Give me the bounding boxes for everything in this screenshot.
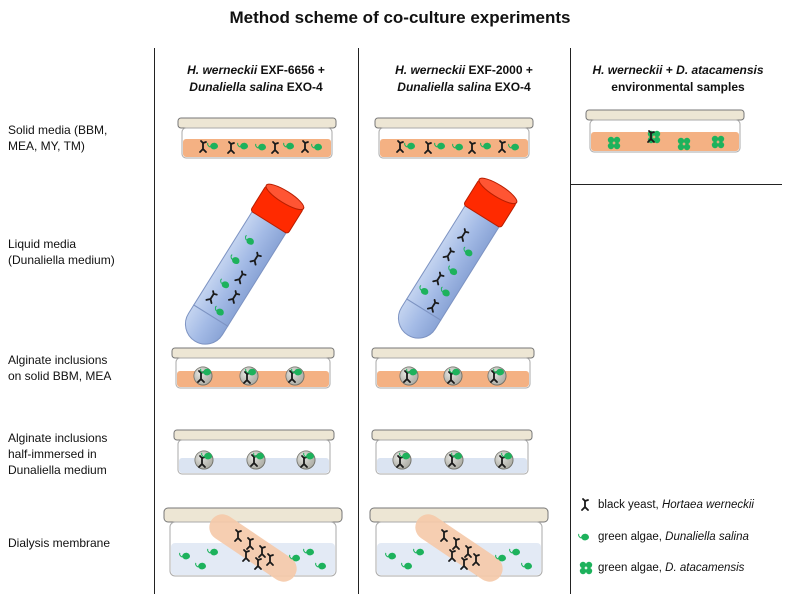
column-divider-3	[570, 48, 571, 594]
dunaliella-icon	[578, 533, 589, 541]
petri-dish-solid-1	[177, 117, 337, 159]
column-divider-2	[358, 48, 359, 594]
petri-dish-solid-2	[374, 117, 534, 159]
atacamensis-icon	[579, 561, 593, 575]
dialysis-dish-2	[369, 507, 549, 582]
environmental-section-divider	[570, 184, 782, 185]
test-tube-2	[397, 177, 518, 339]
petri-dish-environmental	[585, 109, 745, 153]
petri-dish-alginate-solid-1	[171, 347, 335, 389]
test-tube-1	[184, 183, 305, 345]
petri-dish-alginate-solid-2	[371, 347, 535, 389]
black-yeast-icon	[581, 498, 589, 511]
row-label-solid-media: Solid media (BBM,MEA, MY, TM)	[8, 123, 108, 153]
petri-dish-alginate-immersed-1	[173, 429, 335, 475]
legend-label-atacamensis: green algae, D. atacamensis	[598, 562, 745, 574]
column-divider-1	[154, 48, 155, 594]
diagram-title: Method scheme of co-culture experiments	[229, 8, 571, 27]
petri-dish-alginate-immersed-2	[371, 429, 533, 475]
column-header-exf6656: H. werneckii EXF-6656 + Dunaliella salin…	[187, 63, 325, 94]
row-label-liquid-media: Liquid media(Dunaliella medium)	[8, 237, 115, 267]
legend-label-black-yeast: black yeast, Hortaea werneckii	[598, 499, 754, 511]
column-header-environmental: H. werneckii + D. atacamensis environmen…	[592, 63, 764, 94]
column-header-exf2000: H. werneckii EXF-2000 + Dunaliella salin…	[395, 63, 533, 94]
legend-label-dunaliella: green algae, Dunaliella salina	[598, 531, 749, 543]
row-label-dialysis: Dialysis membrane	[8, 536, 111, 550]
dialysis-dish-1	[163, 507, 343, 582]
